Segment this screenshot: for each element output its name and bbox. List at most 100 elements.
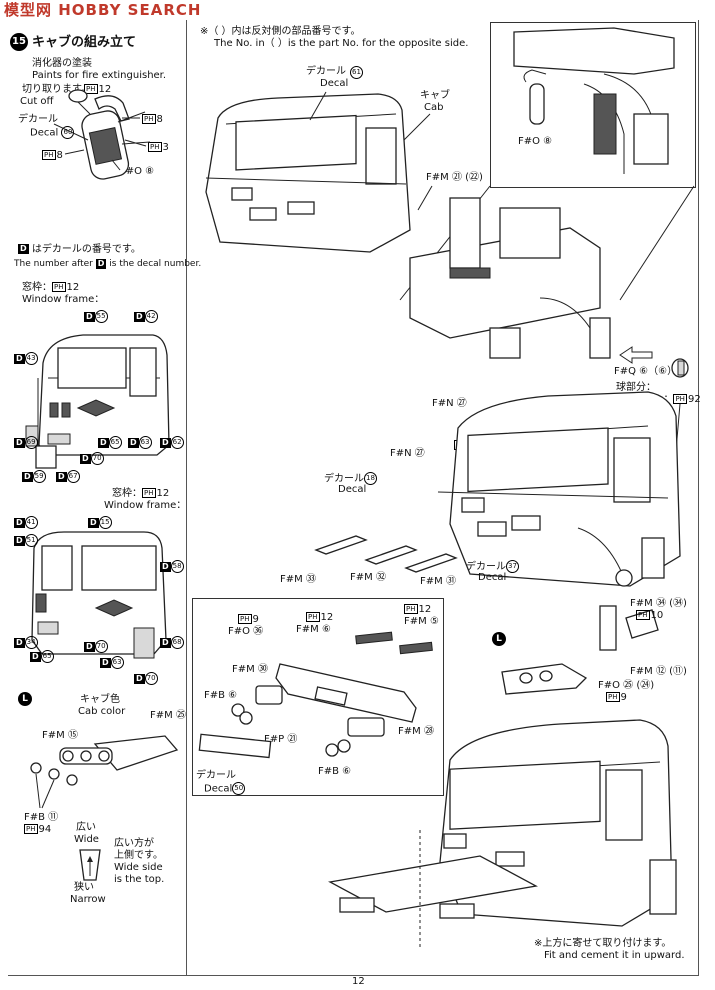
middle-cab-drawing (437, 391, 681, 587)
fit-en: Fit and cement it in upward. (544, 950, 685, 961)
bumper-box-frame (192, 598, 444, 796)
direction-arrow-icon (619, 346, 653, 364)
extinguisher-title-jp: 消化器の塗装 (32, 58, 92, 69)
fm21-label: F#M ㉑ (㉒) (426, 172, 483, 183)
bumper-decal-jp: デカール (196, 770, 236, 781)
cab-color-en: Cab color (78, 706, 126, 717)
step-badge: 15 (10, 33, 28, 51)
decal-note-en: The number after D is the decal number. (14, 258, 202, 269)
cab-color-jp: キャブ色 (80, 694, 120, 705)
cab-jp: キャブ (420, 90, 450, 101)
ball-jp: 球部分： (616, 382, 656, 393)
page-border (8, 20, 699, 976)
fm15-label: F#M ⑮ (42, 730, 78, 741)
right-step-parts-drawing (599, 569, 659, 651)
decal-en-ext: Decal 60 (30, 126, 75, 140)
fn27a-label: F#N ㉗ (432, 398, 467, 409)
bumper-fm6: F#M ⑥ (296, 624, 331, 635)
narrow-en: Narrow (70, 894, 106, 905)
page-number: 12 (352, 976, 365, 987)
narrow-jp: 狭い (74, 882, 94, 893)
cab-rear-decal-drawing (31, 531, 167, 659)
fm33-label: F#M ㉝ (280, 574, 316, 585)
fb11-label: F#B ⑪ (24, 812, 59, 823)
column-divider (186, 20, 187, 975)
fo25-label: F#O ㉕ (㉔) (598, 680, 655, 691)
fn27b-label: F#N ㉗ (390, 448, 425, 459)
fq6-label: F#Q ⑥（⑥） (614, 366, 678, 377)
cab-frame-drawing (409, 197, 611, 359)
wide-note-jp2: 上側です。 (114, 850, 163, 861)
fm32-label: F#M ㉜ (350, 572, 386, 583)
extinguisher-leaders (53, 117, 147, 171)
extinguisher-drawing (68, 89, 151, 180)
bumper-fo36: F#O ㊱ (228, 626, 264, 637)
decal-jp-ext: デカール (18, 114, 58, 125)
cab-en: Cab (424, 102, 444, 113)
lower-right-badge: L (492, 632, 506, 646)
ball-part-icon (671, 358, 689, 378)
bumper-fm28: F#M ㉘ (398, 726, 434, 737)
cutoff-en: Cut off (20, 96, 54, 107)
fit-jp: ※上方に寄せて取り付けます。 (534, 938, 672, 949)
fm12-label: F#M ⑫ (⑪) (630, 666, 687, 677)
bumper-parts-drawing (198, 631, 433, 759)
decal61-en: Decal (320, 78, 349, 89)
bumper-fb6a: F#B ⑥ (204, 690, 238, 701)
cab-front-decal-drawing (25, 334, 170, 469)
extinguisher-title-en: Paints for fire extinguisher. (32, 70, 167, 81)
bumper-fm30: F#M ㉚ (232, 664, 268, 675)
top-note-jp: ※（ ）内は反対側の部品番号です。 (200, 26, 361, 37)
wide-note-jp1: 広い方が (114, 838, 154, 849)
decal-note-jp: D はデカールの番号です。 (18, 244, 141, 255)
step-title: キャブの組み立て (32, 35, 137, 50)
decal37-en: Decal (478, 572, 507, 583)
fm64-label: F#M ㉞ (㉞) (630, 598, 687, 609)
top-note-en: The No. in（ ）is the part No. for the opp… (214, 38, 469, 49)
decal61-no: 61 (350, 66, 363, 80)
upper-cab-shell-drawing (205, 93, 411, 253)
bumper-fm5: F#M ⑤ (404, 616, 439, 627)
window-frame2-en: Window frame： (104, 500, 187, 511)
wide-note-en1: Wide side (114, 862, 163, 873)
wide-jp: 広い (76, 822, 96, 833)
wide-en: Wide (74, 834, 99, 845)
watermark: 模型网 HOBBY SEARCH (4, 1, 202, 19)
bumper-fb6b: F#B ⑥ (318, 766, 352, 777)
wide-narrow-diagram (79, 849, 101, 881)
cab-color-parts-drawing (30, 735, 179, 809)
decal-60-circle: 60 (61, 126, 75, 139)
bumper-fp21: F#P ㉑ (264, 734, 298, 745)
decal61-jp: デカール (306, 66, 346, 77)
cab-color-badge: L (18, 692, 32, 706)
